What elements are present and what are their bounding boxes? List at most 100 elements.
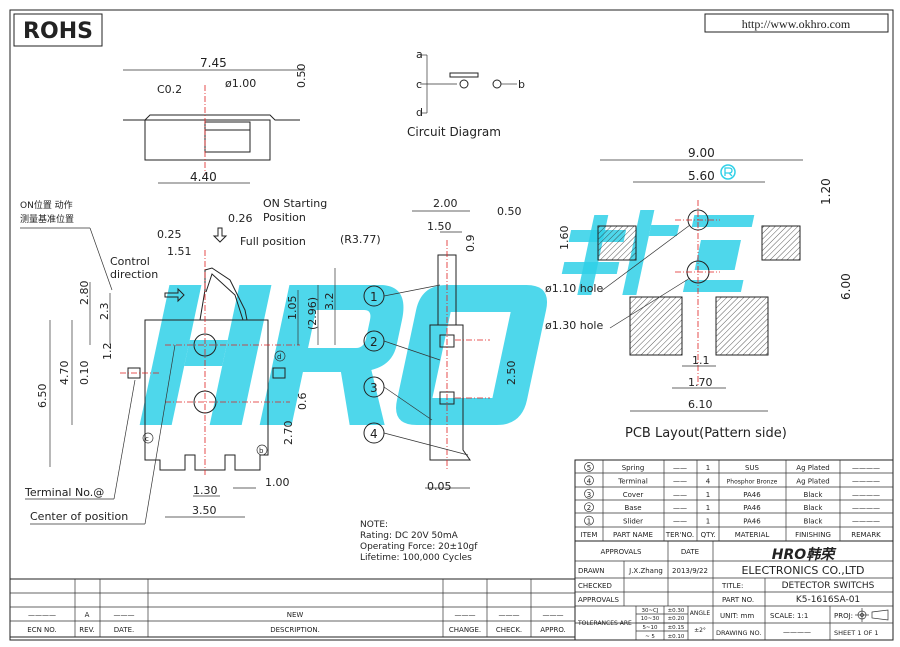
tol-value-3: ±0.15 <box>668 625 685 631</box>
angle-label: ANGLE <box>690 610 711 617</box>
pcb-layout: 9.00 5.60 1.20 1.60 6.00 ø1.10 hole ø1.3… <box>545 146 853 441</box>
terminal-c-label: c <box>145 435 149 443</box>
note-force: Operating Force: 20±10gf <box>360 542 478 552</box>
header-ecn: ECN NO. <box>27 626 56 634</box>
dim-0-26: 0.26 <box>228 212 253 225</box>
bom-remark: ———— <box>852 464 880 472</box>
bom-finishing: Ag Plated <box>796 477 829 485</box>
bom-item: 1 <box>587 518 591 526</box>
approvals-header: APPROVALS <box>601 548 643 556</box>
label-center-of-position: Center of position <box>30 510 128 523</box>
label-r3-77: (R3.77) <box>340 233 381 246</box>
dim-1-60: 1.60 <box>558 226 571 251</box>
rev-description: NEW <box>287 611 304 619</box>
dim-2-80: 2.80 <box>78 281 91 306</box>
tol-value-2: ±0.20 <box>668 616 685 622</box>
bom-item: 3 <box>587 491 591 499</box>
unit: UNIT: mm <box>720 612 754 620</box>
circuit-terminal-a: a <box>416 48 423 61</box>
dim-0-9: 0.9 <box>464 235 477 253</box>
bom-qty: 4 <box>706 477 711 485</box>
revision-table: ———— A ——— NEW ——— ——— ——— ECN NO. REV. … <box>9 578 576 638</box>
bom-item: 2 <box>587 504 591 512</box>
sheet-count: SHEET 1 OF 1 <box>834 629 879 637</box>
tol-value-1: ±0.30 <box>668 608 685 614</box>
dim-1-20: 1.20 <box>819 178 833 205</box>
dim-1-50: 1.50 <box>427 220 452 233</box>
top-view: 7.45 C0.2 ø1.00 0.50 4.40 <box>123 56 308 184</box>
header-rev: REV. <box>79 626 94 634</box>
label-full-position: Full position <box>240 235 306 248</box>
header-item: ITEM <box>581 531 598 539</box>
bom-name: Cover <box>623 491 644 499</box>
drawn-label: DRAWN <box>578 567 605 575</box>
bom-finishing: Ag Plated <box>796 464 829 472</box>
bill-of-materials <box>574 459 894 641</box>
drawing-title: DETECTOR SWITCHS <box>782 581 875 591</box>
dim-0-50: 0.50 <box>295 64 308 89</box>
rev-check: ——— <box>499 611 520 619</box>
checked-label: CHECKED <box>578 582 612 590</box>
callout-3: 3 <box>363 376 433 421</box>
header-part-name: PART NAME <box>613 531 653 539</box>
part-no-label: PART NO. <box>722 596 754 604</box>
revision-header-row: ECN NO. REV. DATE. DESCRIPTION. CHANGE. … <box>27 626 566 634</box>
drawing-no-value: ———— <box>783 628 811 636</box>
title-label: TITLE: <box>721 582 743 590</box>
drawing-no-label: DRAWING NO. <box>716 629 761 637</box>
dim-0-10: 0.10 <box>78 361 91 386</box>
bom-ter: —— <box>673 477 687 485</box>
label-on-starting-2: Position <box>263 211 306 224</box>
registered-mark-icon <box>720 164 736 180</box>
dim-1-30: 1.30 <box>193 484 218 497</box>
bom-name: Base <box>624 504 641 512</box>
header-ter-no: TER'NO. <box>665 531 694 539</box>
header-date: DATE. <box>114 626 134 634</box>
bom-ter: —— <box>673 491 687 499</box>
dim-1-70: 1.70 <box>688 376 713 389</box>
drawn-date: 2013/9/22 <box>672 567 708 575</box>
header-check: CHECK. <box>496 626 522 634</box>
rev-appro: ——— <box>543 611 564 619</box>
title-block: APPROVALS DATE HRO韩荣 ELECTRONICS CO.,LTD… <box>575 541 893 640</box>
bom-remark: ———— <box>852 504 880 512</box>
side-view: 2.00 1.50 0.50 0.9 2.50 0.05 1 2 3 4 <box>363 197 522 493</box>
label-control-1: Control <box>110 255 150 268</box>
rev-date: ——— <box>114 611 135 619</box>
callout-2: 2 <box>363 330 441 361</box>
bom-name: Slider <box>623 518 643 526</box>
dim-3-50: 3.50 <box>192 504 217 517</box>
dim-7-45: 7.45 <box>200 56 227 70</box>
dim-4-40: 4.40 <box>190 170 217 184</box>
dim-1-05: 1.05 <box>286 296 299 321</box>
item-number-circle <box>584 475 594 486</box>
sheet-border <box>9 9 894 641</box>
callout-2-number: 2 <box>370 335 378 349</box>
callout-4-number: 4 <box>370 427 378 441</box>
bom-ter: —— <box>673 518 687 526</box>
header-material: MATERIAL <box>735 531 770 539</box>
header-qty: QTY. <box>701 531 716 539</box>
dim-1-2: 1.2 <box>101 343 114 361</box>
bom-material: PA46 <box>743 518 761 526</box>
dim-2-50: 2.50 <box>505 361 518 386</box>
tolerances-label: TOLERANCES ARE <box>577 620 632 627</box>
note-rating: Rating: DC 20V 50mA <box>360 531 459 541</box>
note-lifetime: Lifetime: 100,000 Cycles <box>360 553 472 563</box>
note-title: NOTE: <box>360 520 388 530</box>
angle-tolerance: ±2° <box>694 627 706 634</box>
dim-0-05: 0.05 <box>427 480 452 493</box>
bom-remark: ———— <box>852 477 880 485</box>
bom-qty: 1 <box>706 464 710 472</box>
item-number-circle <box>584 515 594 526</box>
url-box <box>704 13 889 33</box>
dim-2-70: 2.70 <box>282 421 295 446</box>
website-url: http://www.okhro.com <box>742 17 851 31</box>
rev-letter: A <box>85 611 90 619</box>
callout-3-number: 3 <box>370 381 378 395</box>
callout-1-number: 1 <box>370 290 378 304</box>
label-hole-1-30: ø1.30 hole <box>545 319 603 332</box>
date-header: DATE <box>681 548 699 556</box>
